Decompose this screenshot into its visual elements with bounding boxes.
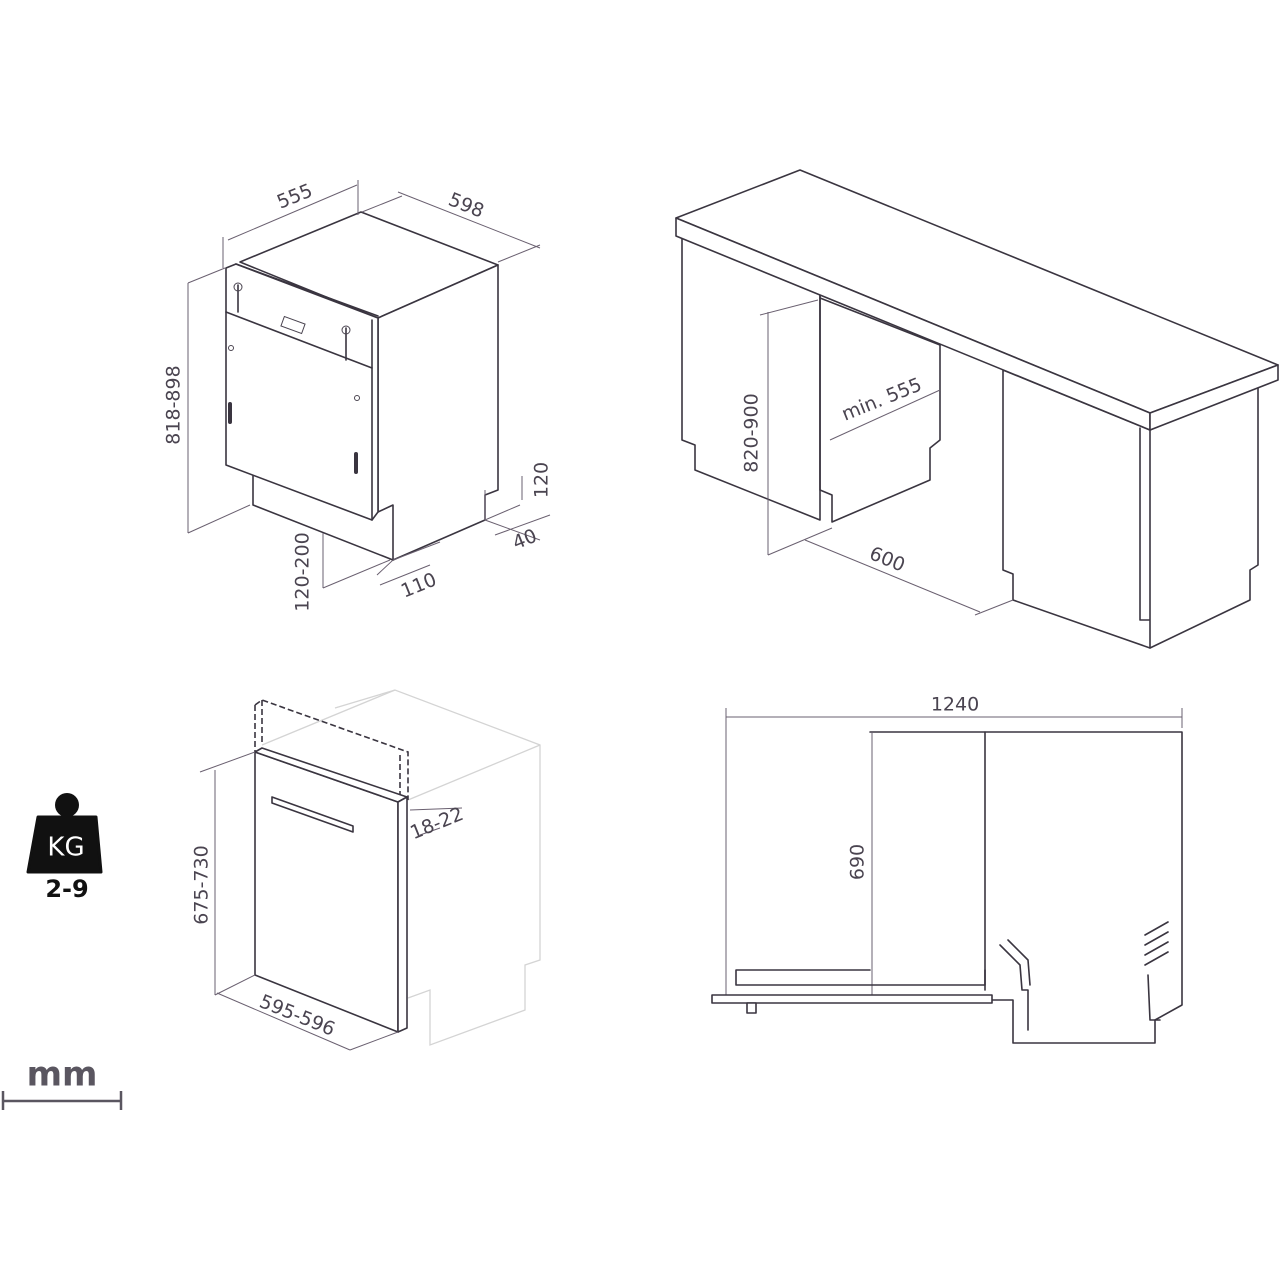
- handle-icon: [271, 796, 354, 833]
- semi-integrated-view: 555 598 818-898 120-200 110 40 120: [163, 180, 553, 612]
- ghost-appliance: [261, 689, 541, 1046]
- height-label: 818-898: [163, 365, 185, 444]
- door-panel-view: 675-730 595-596 18-22: [191, 689, 541, 1051]
- units-label: mm: [27, 1055, 98, 1095]
- dimension-lines: [199, 751, 463, 1051]
- units-legend: mm: [1, 1055, 123, 1110]
- dimension-lines: [187, 180, 551, 589]
- appliance-body: [225, 211, 499, 561]
- panel-height-label: 675-730: [191, 845, 213, 924]
- plinth-depth-label: 110: [398, 569, 440, 603]
- clearance-height-label: 690: [847, 844, 869, 880]
- dimension-lines: [759, 299, 1014, 616]
- niche-depth-label: 600: [866, 543, 908, 577]
- weight-unit: KG: [47, 833, 84, 863]
- kitchen-cabinets: [675, 169, 1279, 649]
- rear-depth-label: 40: [509, 525, 540, 554]
- weight-range: 2-9: [45, 875, 88, 903]
- display-icon: [280, 315, 306, 335]
- weight-icon: KG: [26, 793, 103, 874]
- hinge-icon: [341, 325, 351, 335]
- door-clearance-view: 1240 690: [711, 694, 1183, 1044]
- hinge-icon: [233, 282, 243, 292]
- niche-height-label: 820-900: [741, 393, 763, 472]
- width-label: 555: [274, 180, 316, 214]
- plinth-height-label: 120-200: [292, 532, 314, 611]
- door-panel: [254, 747, 408, 1033]
- open-depth-label: 1240: [931, 694, 979, 716]
- panel-outline-dashed: [254, 699, 409, 800]
- ruler-icon: [1, 1091, 123, 1110]
- depth-label: 598: [445, 189, 487, 223]
- rear-height-label: 120: [531, 462, 553, 498]
- niche-width-label: min. 555: [839, 374, 925, 426]
- installation-view: 820-900 min. 555 600: [675, 169, 1279, 649]
